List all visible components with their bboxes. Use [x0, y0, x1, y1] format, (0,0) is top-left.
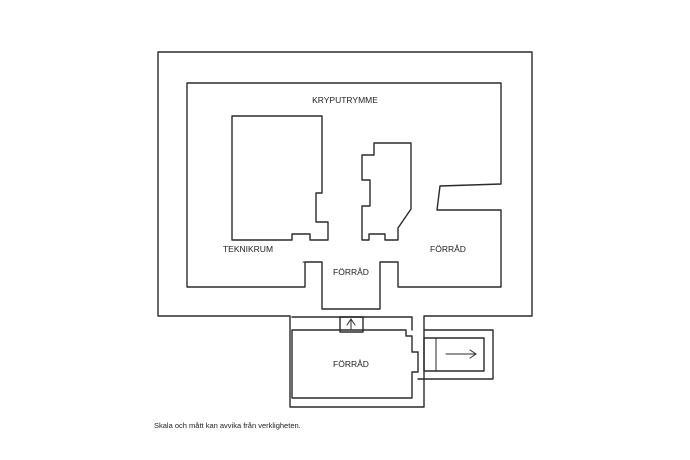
label-storage-bottom: FÖRRÅD	[333, 359, 369, 369]
technical-room-block	[231, 115, 329, 241]
label-crawlspace: KRYPUTRYMME	[312, 95, 378, 105]
label-storage-center: FÖRRÅD	[333, 267, 369, 277]
right-storage-block	[361, 142, 412, 241]
disclaimer-text: Skala och mått kan avvika från verklighe…	[154, 421, 301, 430]
lower-storage-top-wall	[291, 316, 413, 331]
stairs-box	[339, 316, 364, 333]
label-technical-room: TEKNIKRUM	[223, 244, 273, 254]
entrance-step	[423, 337, 437, 372]
lower-storage-room	[291, 329, 419, 399]
label-storage-right: FÖRRÅD	[430, 244, 466, 254]
outer-wall	[157, 51, 533, 408]
stairs-up-arrow	[346, 318, 356, 330]
entrance-arrow	[445, 349, 477, 359]
